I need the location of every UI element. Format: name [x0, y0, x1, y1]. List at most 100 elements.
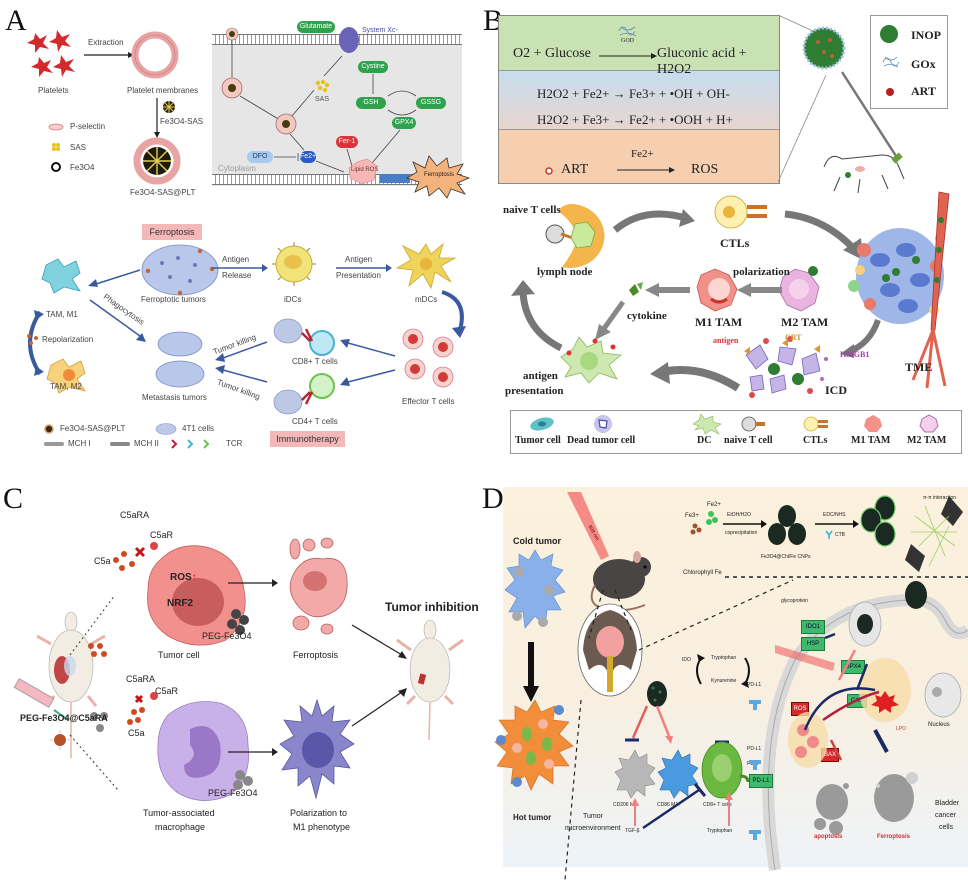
reaction-box: O2 + Glucose GOD Gluconic acid + H2O2 H2… — [498, 15, 780, 184]
ctb-icon — [825, 530, 833, 539]
c5a-molecules-icon — [113, 542, 158, 571]
repolarization-dots-icon — [27, 334, 38, 345]
kynurenine-label: Kynurenine — [711, 678, 737, 684]
legend-mhc-ii-label: MCH II — [134, 439, 159, 448]
immunotherapy-tag: Immunotherapy — [270, 431, 345, 447]
ferroptotic-tumors-icon — [141, 244, 219, 296]
macrophage-icon — [157, 701, 253, 801]
cold-tumor-label: Cold tumor — [513, 536, 561, 546]
antigen-presentation-label-2: presentation — [505, 385, 564, 397]
icd-cells-icon — [744, 336, 828, 398]
m2-macrophage-icon — [614, 749, 656, 799]
panel-a: A Platelets Extraction Platelet membrane… — [0, 0, 480, 460]
inop-particle-icon — [802, 26, 846, 70]
cnps-label: Fe3O4@Chl/Fe CNPs — [761, 554, 811, 560]
gsh-pill: GSH — [356, 97, 386, 109]
lpo-label: LPO — [896, 726, 907, 732]
injection-arrow — [840, 71, 898, 157]
peg-fe3o4-label-1: PEG-Fe3O4 — [202, 631, 252, 641]
tryptophan-label: Tryptophan — [711, 655, 737, 661]
extraction-arrow — [84, 52, 134, 58]
membrane-top — [212, 34, 462, 45]
pi-interaction-label: π-π interaction — [923, 495, 957, 501]
cd8-label: CD8+ T cells — [292, 357, 338, 366]
legend-mhc-i-label: MCH I — [68, 439, 91, 448]
tryptophan-label-2: Tryptophan — [707, 828, 733, 834]
glycoprotein-label: glycoprotein — [781, 598, 808, 604]
ido-cycle-arrows — [696, 654, 750, 688]
gssg-pill: GSSG — [416, 97, 446, 109]
ferroptosis-burst-icon — [406, 155, 471, 199]
fe3o4-sas-plt-icon — [133, 137, 181, 185]
tumor-cell-icon — [147, 545, 249, 646]
injection-label: PEG-Fe3O4@C5aRA — [20, 713, 108, 723]
cd86-label: CD86 M1↑ — [657, 802, 681, 808]
system-xc-label: System Xc- — [362, 27, 398, 34]
effector-t-cells-icon — [402, 328, 454, 388]
legend-b-bottom: Tumor cell Dead tumor cell DC naive T ce… — [510, 410, 962, 454]
legend-dead-tumor-cell-label: Dead tumor cell — [567, 435, 636, 446]
mhc-i-icon — [44, 442, 64, 446]
eq4-left: ART — [561, 162, 589, 177]
fer1-pill: Fer-1 — [336, 136, 358, 148]
legend-dc-label: DC — [697, 435, 712, 446]
eq4-right: ROS — [691, 162, 719, 177]
tam-m1-label: TAM, M1 — [46, 310, 78, 319]
ferroptosis-to-inhibition-arrow — [351, 624, 407, 659]
cystine-pill: Cystine — [358, 61, 388, 73]
endosome-np-icon — [848, 601, 882, 647]
ros-label: ROS↑ — [170, 572, 197, 583]
fe3o4-sas-np-icon — [163, 101, 175, 113]
naive-t-cell-icon — [741, 416, 765, 432]
lipid-ros-label: Lipid ROS — [351, 167, 379, 173]
np-effect-arrows — [625, 705, 673, 744]
cd8-t-cell-icon — [273, 318, 335, 356]
dotted-leader-lines — [69, 594, 119, 791]
antigen-presentation-label-1: Antigen — [345, 255, 373, 264]
mdcs-label: mDCs — [415, 295, 438, 304]
mouse-icon — [36, 611, 106, 758]
mdc-icon — [395, 242, 457, 290]
legend-4t1-label: 4T1 cells — [182, 424, 215, 433]
cytokine-icon — [629, 282, 643, 296]
cd8-label-d: CD8+ T cells — [703, 802, 732, 808]
repolarization-label: Repolarization — [42, 335, 94, 344]
step1-bottom-label: coprecipitation — [725, 530, 758, 536]
tme-label: TME — [905, 360, 933, 374]
tme-to-icd-arrow — [840, 318, 881, 358]
antigen-release-label-1: Antigen — [222, 255, 250, 264]
peg-fe3o4-label-2: PEG-Fe3O4 — [208, 788, 258, 798]
crt-label: CRT — [785, 333, 802, 342]
cytokine-label: cytokine — [627, 310, 667, 322]
antigen-release-arrow — [212, 264, 268, 272]
ferroptosis-zone-icon — [859, 658, 911, 722]
tumor-killing-arrows — [215, 341, 268, 383]
tgf-label: TGF-β — [625, 828, 640, 834]
naive-t-cells-label: naive T cells — [503, 204, 561, 216]
top-dashed-line — [725, 576, 968, 578]
legend-sas-label: SAS — [70, 143, 87, 152]
platelet-membranes-label: Platelet membranes — [127, 86, 199, 95]
bladder-label-3: cells — [939, 824, 954, 831]
gox-enzyme-icon — [618, 26, 637, 37]
graphene-network-icon — [905, 496, 963, 572]
metastasis-tumors-icon — [155, 331, 205, 388]
hot-tumor-icon — [494, 699, 574, 791]
antigen-release-label-2: Release — [222, 271, 252, 280]
antigen-presentation-arrow — [336, 264, 392, 272]
tam-m1-icon — [41, 258, 81, 294]
tcr-icon — [171, 439, 210, 449]
effector-t-cells-label: Effector T cells — [402, 397, 455, 406]
ferroptotic-tumors-label: Ferroptotic tumors — [141, 295, 206, 304]
ros-up-icon: ↑ — [191, 572, 197, 583]
eq4-arrow — [617, 167, 675, 173]
legend-b-top: INOP GOx ART — [870, 15, 948, 109]
eq2: H2O2 + Fe2+ → Fe3+ + •OH + OH- — [537, 86, 730, 101]
gox-icon — [882, 56, 900, 68]
cycle-arrow-2 — [784, 210, 863, 260]
np-particles-icon — [88, 643, 108, 732]
np-cluster-icon — [647, 681, 667, 707]
gpx4-pill: GPX4 — [392, 117, 416, 129]
c5ara-label-2: C5aRA — [126, 674, 156, 684]
art-icon — [886, 88, 894, 96]
